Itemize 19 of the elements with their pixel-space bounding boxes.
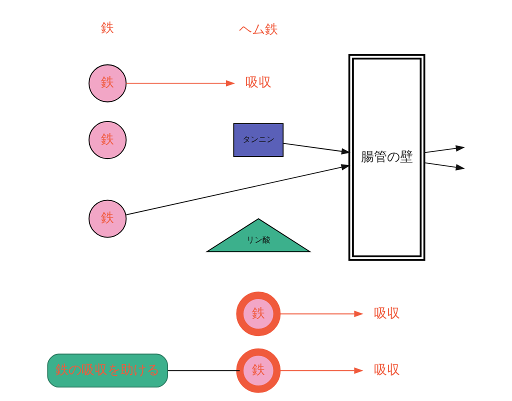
connector xyxy=(167,370,240,372)
node-circle: 鉄 xyxy=(236,292,281,336)
arrow xyxy=(125,164,350,216)
arrow xyxy=(424,145,465,154)
node-box: 腸管の壁 xyxy=(348,54,426,261)
node-text: 吸収 xyxy=(374,306,400,322)
node-circle: 鉄 xyxy=(88,121,127,160)
node-circle: 鉄 xyxy=(88,200,127,238)
label: ヘム鉄 xyxy=(238,22,278,38)
node-box: 鉄の吸収を助ける xyxy=(47,354,168,388)
arrow xyxy=(282,142,351,155)
label: 鉄 xyxy=(101,20,114,36)
node-text: 吸収 xyxy=(374,362,400,378)
node-text: 吸収 xyxy=(245,76,272,91)
arrow xyxy=(424,162,465,170)
node-circle: 鉄 xyxy=(88,64,127,102)
node-circle: 鉄 xyxy=(236,348,281,393)
arrow xyxy=(126,80,236,87)
node-box: タンニン xyxy=(233,123,284,157)
